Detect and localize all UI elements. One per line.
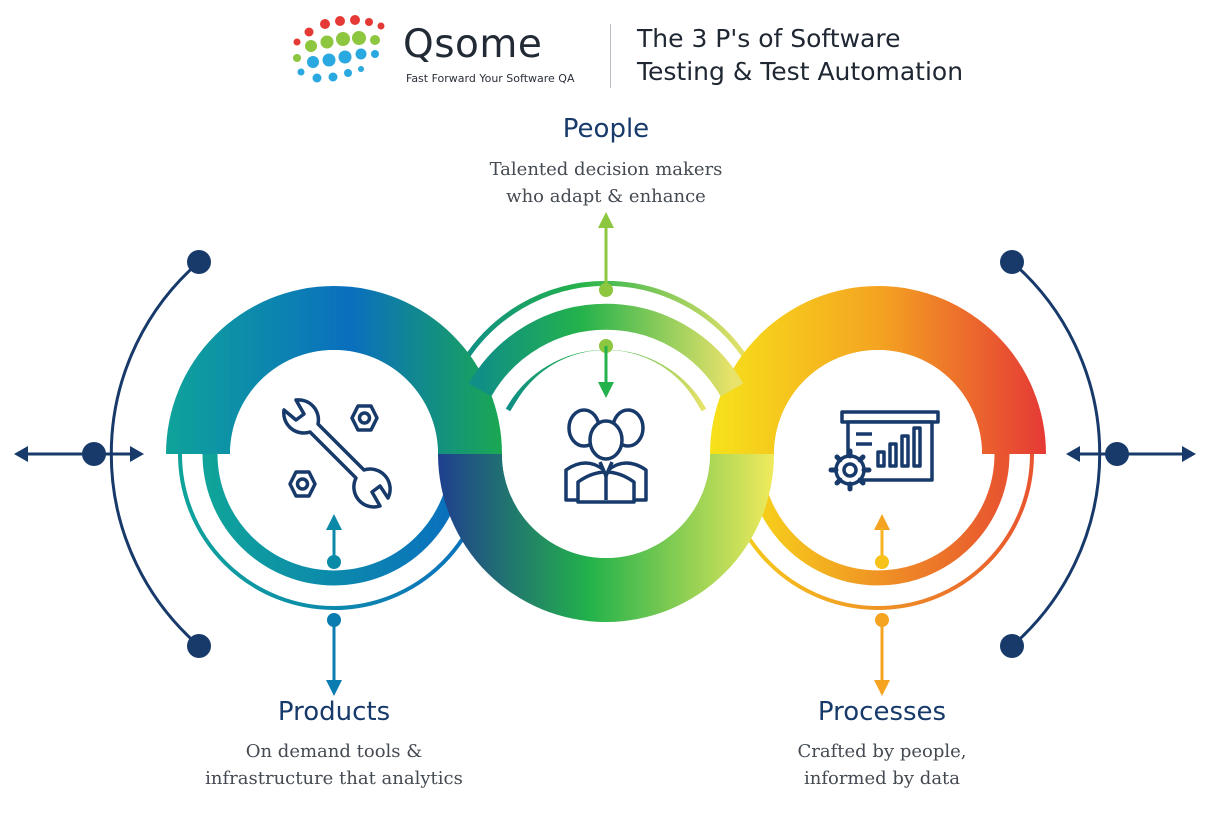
header: Qsome Fast Forward Your Software QA The … [285, 14, 1005, 94]
products-title: Products [277, 697, 391, 727]
people-connector [598, 212, 614, 398]
processes-description: Crafted by people, informed by data [797, 741, 967, 789]
people-description: Talented decision makers who adapt & enh… [489, 159, 723, 207]
page-title: The 3 P's of Software Testing & Test Aut… [637, 24, 964, 86]
people-title: People [562, 114, 650, 144]
people-ring-bottom [438, 454, 774, 622]
products-connector [326, 514, 342, 696]
presentation-gear-icon [828, 410, 940, 492]
left-outer-arc [14, 250, 211, 658]
processes-connector [874, 514, 890, 696]
team-icon [564, 408, 648, 504]
brand-tagline: Fast Forward Your Software QA [406, 72, 575, 85]
brand-name: Qsome [403, 22, 543, 67]
products-description: On demand tools & infrastructure that an… [205, 741, 463, 789]
processes-title: Processes [817, 697, 947, 727]
processes-ring-top [710, 286, 1046, 454]
products-ring-top [166, 286, 502, 454]
wrench-nuts-icon [282, 398, 392, 509]
header-divider [610, 24, 611, 88]
right-outer-arc [1000, 250, 1196, 658]
qsome-logo-icon [293, 15, 385, 83]
